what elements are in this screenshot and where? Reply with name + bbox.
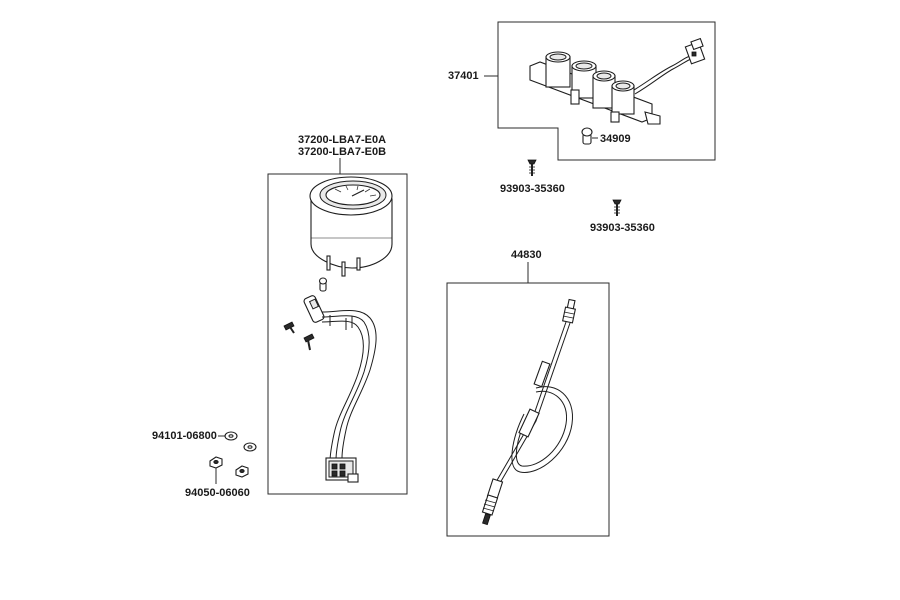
screw-93903-a: [527, 159, 537, 176]
indicator-wire: [633, 55, 691, 91]
speedometer-body: [309, 176, 393, 277]
cable-group: [446, 262, 610, 537]
label-37200-e0b: 37200-LBA7-E0B: [298, 146, 387, 158]
bulb-34909: [581, 127, 593, 145]
meter-bulb: [318, 277, 328, 292]
meter-screw-2: [303, 333, 315, 351]
washer-94101-b: [243, 442, 257, 452]
meter-screw-1: [283, 321, 295, 334]
label-37401: 37401: [448, 70, 479, 82]
label-93903-b: 93903-35360: [590, 222, 655, 234]
label-37200-e0a: 37200-LBA7-E0A: [298, 134, 387, 146]
meter-wire-harness: [321, 310, 377, 463]
meter-socket: [303, 295, 325, 323]
indicator-assembly-group: [484, 21, 716, 161]
speedometer-cable: [481, 298, 576, 526]
indicator-connector: [684, 37, 706, 65]
label-94050: 94050-06060: [185, 487, 250, 499]
washer-94101-a: [224, 431, 238, 441]
indicator-group-frame: [497, 21, 716, 161]
cable-group-frame: [446, 282, 610, 537]
speedometer-group-frame: [267, 173, 408, 495]
nut-94050-b: [235, 465, 249, 478]
nut-94050-a: [209, 456, 223, 469]
label-93903-a: 93903-35360: [500, 183, 565, 195]
screw-93903-b: [612, 199, 622, 216]
indicator-light-housing: [529, 51, 661, 125]
label-34909: 34909: [600, 133, 631, 145]
label-94101: 94101-06800: [152, 430, 217, 442]
speedometer-group: [267, 158, 408, 495]
label-44830: 44830: [511, 249, 542, 261]
meter-connector: [325, 457, 359, 483]
